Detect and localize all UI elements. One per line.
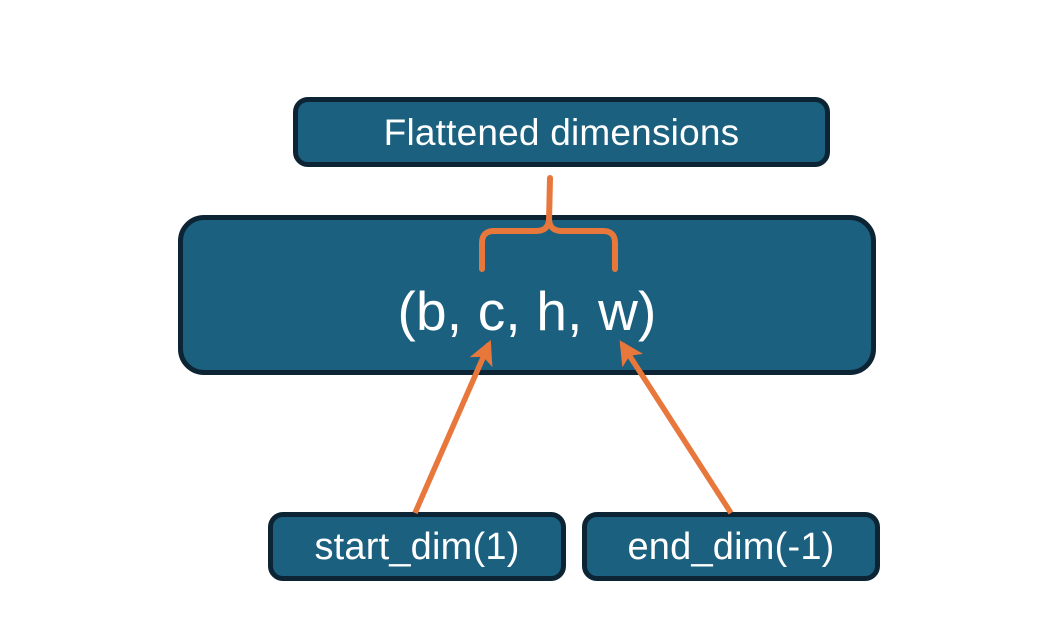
node-flattened-dimensions[interactable]: Flattened dimensions: [293, 97, 830, 167]
node-tensor-shape-label: (b, c, h, w): [397, 279, 657, 342]
node-tensor-shape[interactable]: (b, c, h, w): [178, 215, 876, 375]
node-end-dim[interactable]: end_dim(-1): [582, 512, 880, 581]
node-start-dim-label: start_dim(1): [314, 525, 520, 568]
node-flattened-dimensions-label: Flattened dimensions: [383, 111, 740, 153]
node-end-dim-label: end_dim(-1): [627, 525, 835, 568]
node-start-dim[interactable]: start_dim(1): [268, 512, 566, 581]
